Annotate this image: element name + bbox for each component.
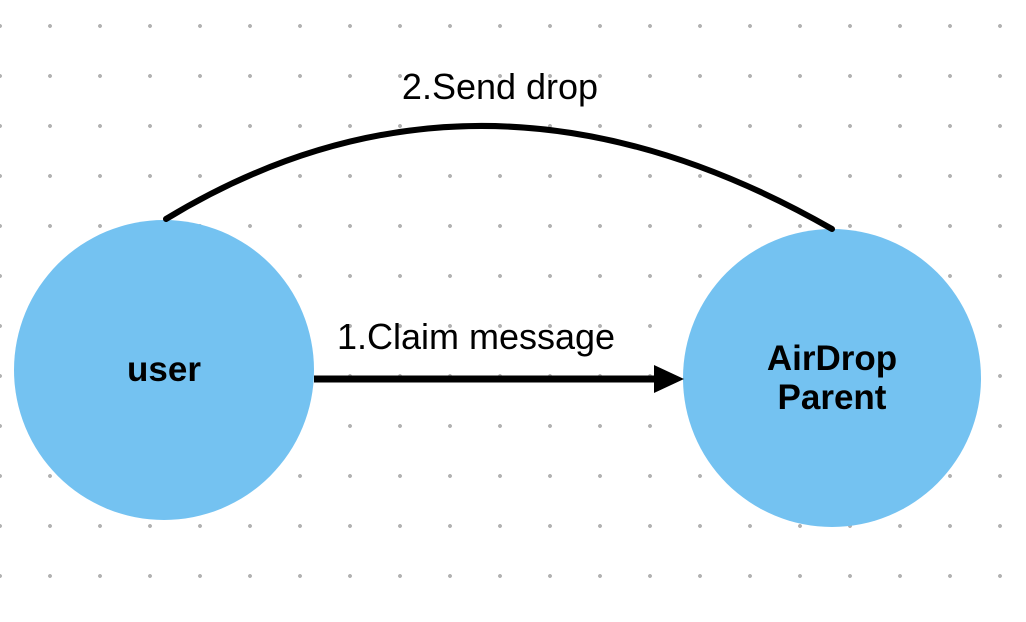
edge-label-claim-message[interactable]: 1.Claim message (336, 316, 616, 357)
edge-send-drop-arc[interactable] (163, 123, 835, 232)
node-airdrop-parent[interactable]: AirDrop Parent (683, 229, 981, 527)
edge-label-send-drop[interactable]: 2.Send drop (401, 66, 599, 107)
node-user[interactable]: user (14, 220, 314, 520)
edge-claim-message-arrow[interactable] (314, 365, 684, 393)
node-user-label: user (127, 350, 201, 390)
arrowhead-icon (654, 365, 684, 393)
node-airdrop-parent-label: AirDrop Parent (766, 338, 898, 417)
